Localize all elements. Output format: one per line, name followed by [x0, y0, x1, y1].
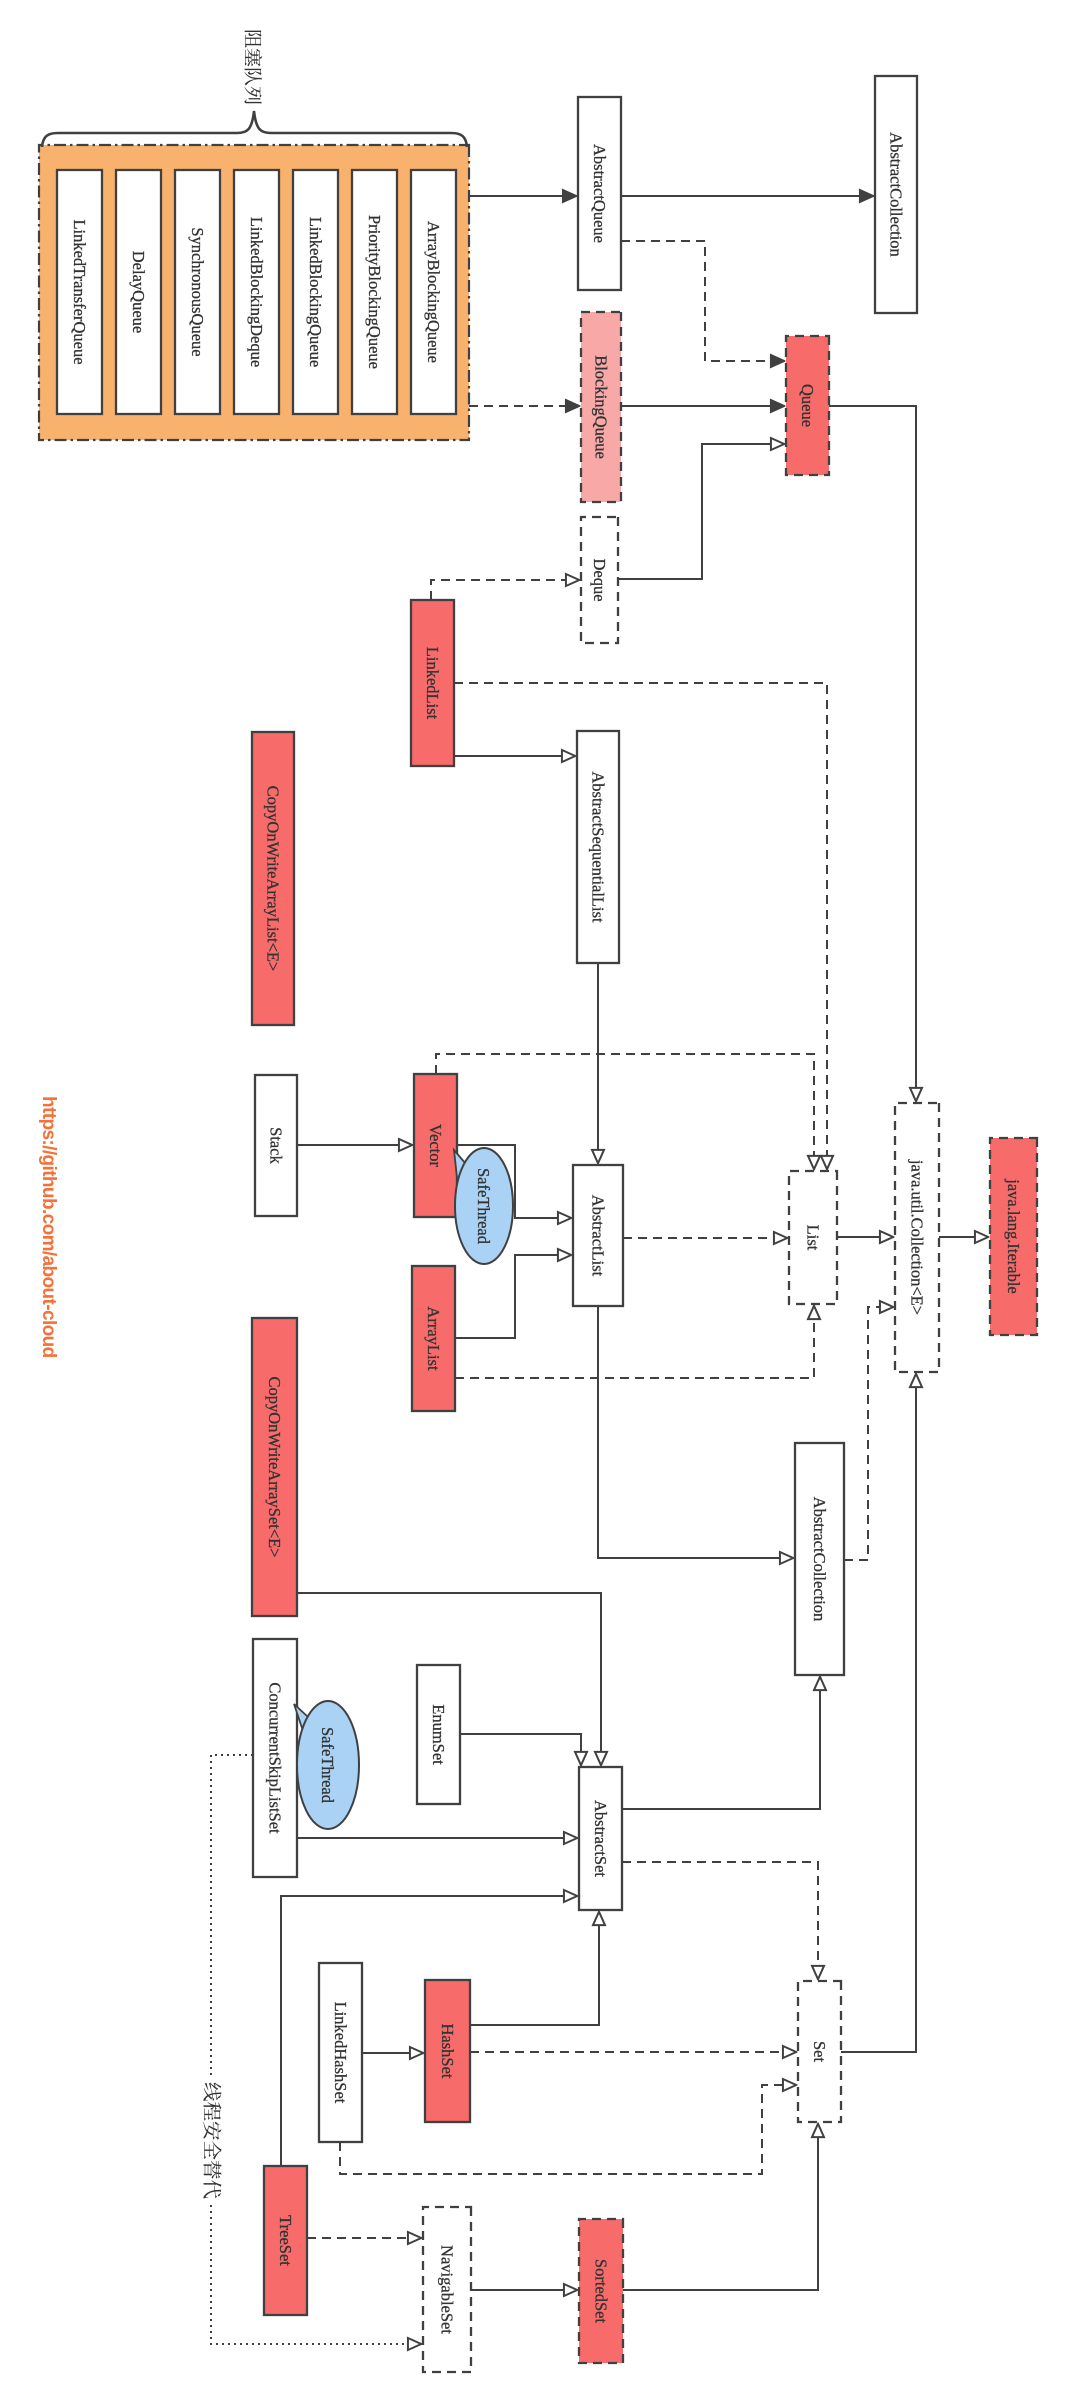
svg-text:DelayQueue: DelayQueue [129, 251, 148, 333]
svg-text:LinkedTransferQueue: LinkedTransferQueue [70, 219, 89, 364]
svg-text:AbstractList: AbstractList [589, 1195, 608, 1277]
svg-text:ConcurrentSkipListSet: ConcurrentSkipListSet [266, 1682, 285, 1834]
svg-text:HashSet: HashSet [438, 2024, 457, 2079]
svg-text:SynchronousQueue: SynchronousQueue [188, 227, 207, 356]
svg-text:java.lang.Iterable: java.lang.Iterable [1004, 1178, 1023, 1294]
svg-text:Vector: Vector [426, 1124, 445, 1168]
svg-text:SafeThread: SafeThread [474, 1168, 493, 1245]
svg-text:EnumSet: EnumSet [429, 1704, 448, 1765]
svg-text:List: List [804, 1225, 823, 1251]
svg-text:AbstractQueue: AbstractQueue [590, 144, 609, 243]
svg-text:Deque: Deque [590, 558, 609, 601]
svg-text:AbstractCollection: AbstractCollection [810, 1497, 829, 1622]
svg-text:https://github.com/about-cloud: https://github.com/about-cloud [38, 1096, 59, 1358]
svg-text:Stack: Stack [267, 1127, 286, 1164]
svg-text:SafeThread: SafeThread [318, 1727, 337, 1804]
svg-text:TreeSet: TreeSet [276, 2215, 295, 2266]
svg-text:Set: Set [810, 2041, 829, 2063]
svg-text:CopyOnWriteArrayList<E>: CopyOnWriteArrayList<E> [264, 786, 283, 972]
svg-text:LinkedList: LinkedList [423, 647, 442, 720]
svg-text:LinkedBlockingQueue: LinkedBlockingQueue [306, 217, 325, 367]
svg-text:java.util.Collection<E>: java.util.Collection<E> [908, 1159, 927, 1315]
svg-text:ArrayBlockingQueue: ArrayBlockingQueue [424, 221, 443, 363]
svg-text:LinkedHashSet: LinkedHashSet [331, 2002, 350, 2104]
svg-text:ArrayList: ArrayList [424, 1306, 443, 1371]
svg-text:LinkedBlockingDeque: LinkedBlockingDeque [247, 217, 266, 367]
svg-text:Queue: Queue [798, 384, 817, 427]
svg-text:AbstractSequentialList: AbstractSequentialList [589, 771, 608, 923]
svg-text:AbstractCollection: AbstractCollection [887, 132, 906, 257]
svg-text:CopyOnWriteArraySet<E>: CopyOnWriteArraySet<E> [265, 1376, 284, 1557]
svg-text:AbstractSet: AbstractSet [591, 1800, 610, 1877]
svg-text:SortedSet: SortedSet [592, 2259, 611, 2324]
svg-text:BlockingQueue: BlockingQueue [592, 355, 611, 459]
svg-text:PriorityBlockingQueue: PriorityBlockingQueue [365, 215, 384, 369]
svg-text:NavigableSet: NavigableSet [438, 2245, 457, 2334]
